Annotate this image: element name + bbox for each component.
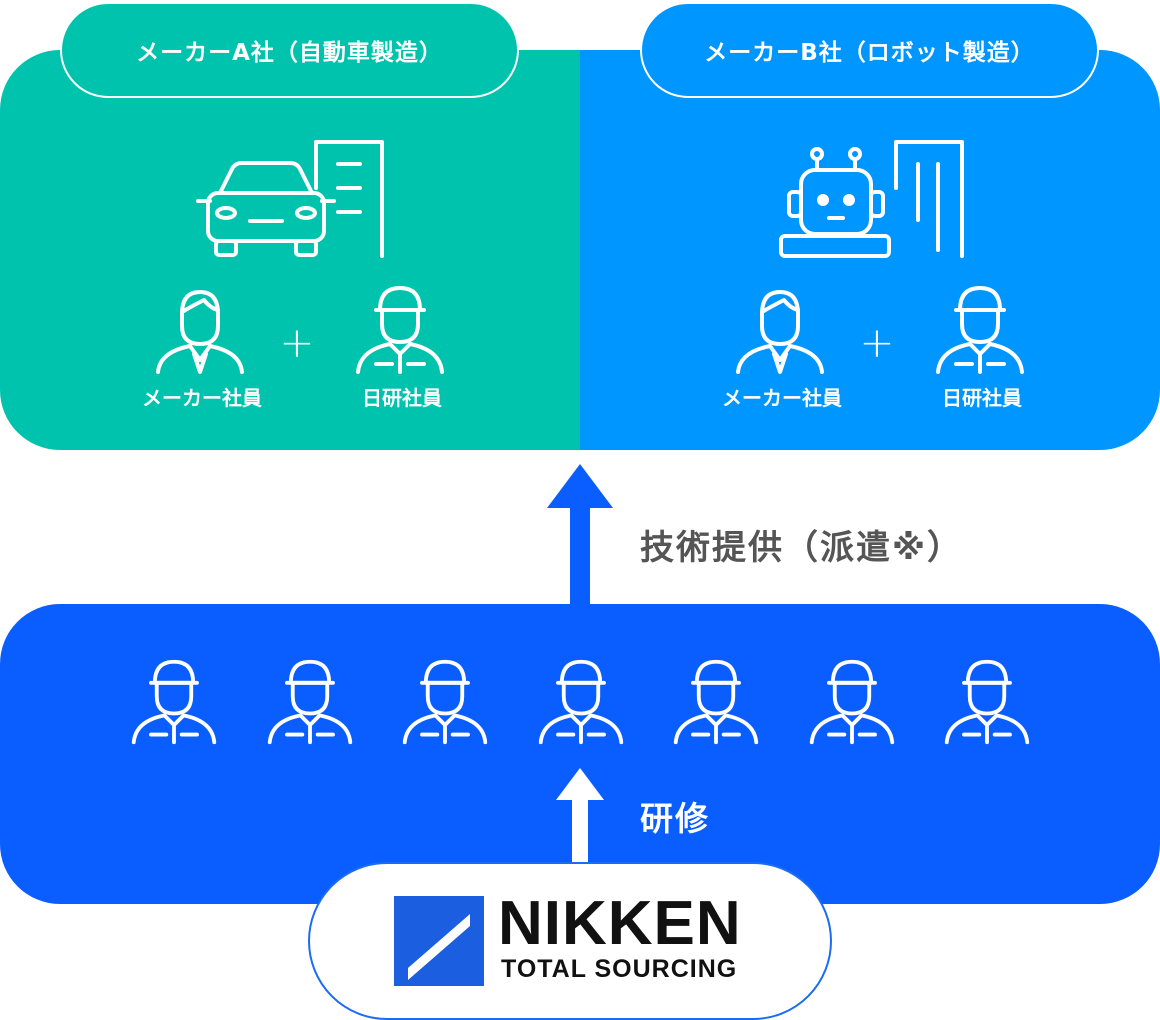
- building-icon: [894, 140, 964, 258]
- supply-label: 技術提供（派遣※）: [640, 528, 964, 568]
- maker-employee-label: メーカー社員: [722, 386, 842, 410]
- worker-cap-icon: [267, 659, 352, 745]
- building-icon: [314, 140, 384, 258]
- nikken-employee-label: 日研社員: [362, 386, 442, 410]
- training-arrow-icon: [556, 768, 604, 864]
- car-icon: [196, 161, 336, 257]
- worker-cap-icon: [673, 659, 759, 745]
- worker-cap-icon: [131, 659, 217, 745]
- nikken-employee-icon: [356, 286, 444, 374]
- plus-sign: +: [859, 318, 895, 367]
- worker-cap-icon: [538, 659, 623, 745]
- company-b-title: メーカーB社（ロボット製造）: [640, 2, 1099, 98]
- maker-employee-label: メーカー社員: [142, 386, 262, 410]
- robot-icon: [779, 147, 891, 258]
- plus-sign: +: [279, 318, 315, 367]
- logo-tagline: TOTAL SOURCING: [501, 955, 738, 983]
- worker-cap-icon: [809, 659, 894, 745]
- worker-cap-icon: [402, 659, 488, 745]
- supply-arrow-icon: [547, 464, 613, 607]
- company-b-panel: [580, 50, 1160, 450]
- maker-employee-icon: [156, 290, 244, 374]
- trainee-row: [0, 656, 1160, 751]
- logo-name: NIKKEN: [498, 889, 742, 958]
- nikken-employee-icon: [936, 286, 1024, 374]
- maker-employee-icon: [736, 290, 824, 374]
- company-a-title: メーカーA社（自動車製造）: [60, 2, 519, 98]
- training-label: 研修: [640, 799, 710, 838]
- worker-cap-icon: [944, 659, 1030, 745]
- nikken-logo-mark-icon: [394, 896, 484, 986]
- nikken-employee-label: 日研社員: [942, 386, 1022, 410]
- company-a-panel: [0, 50, 580, 450]
